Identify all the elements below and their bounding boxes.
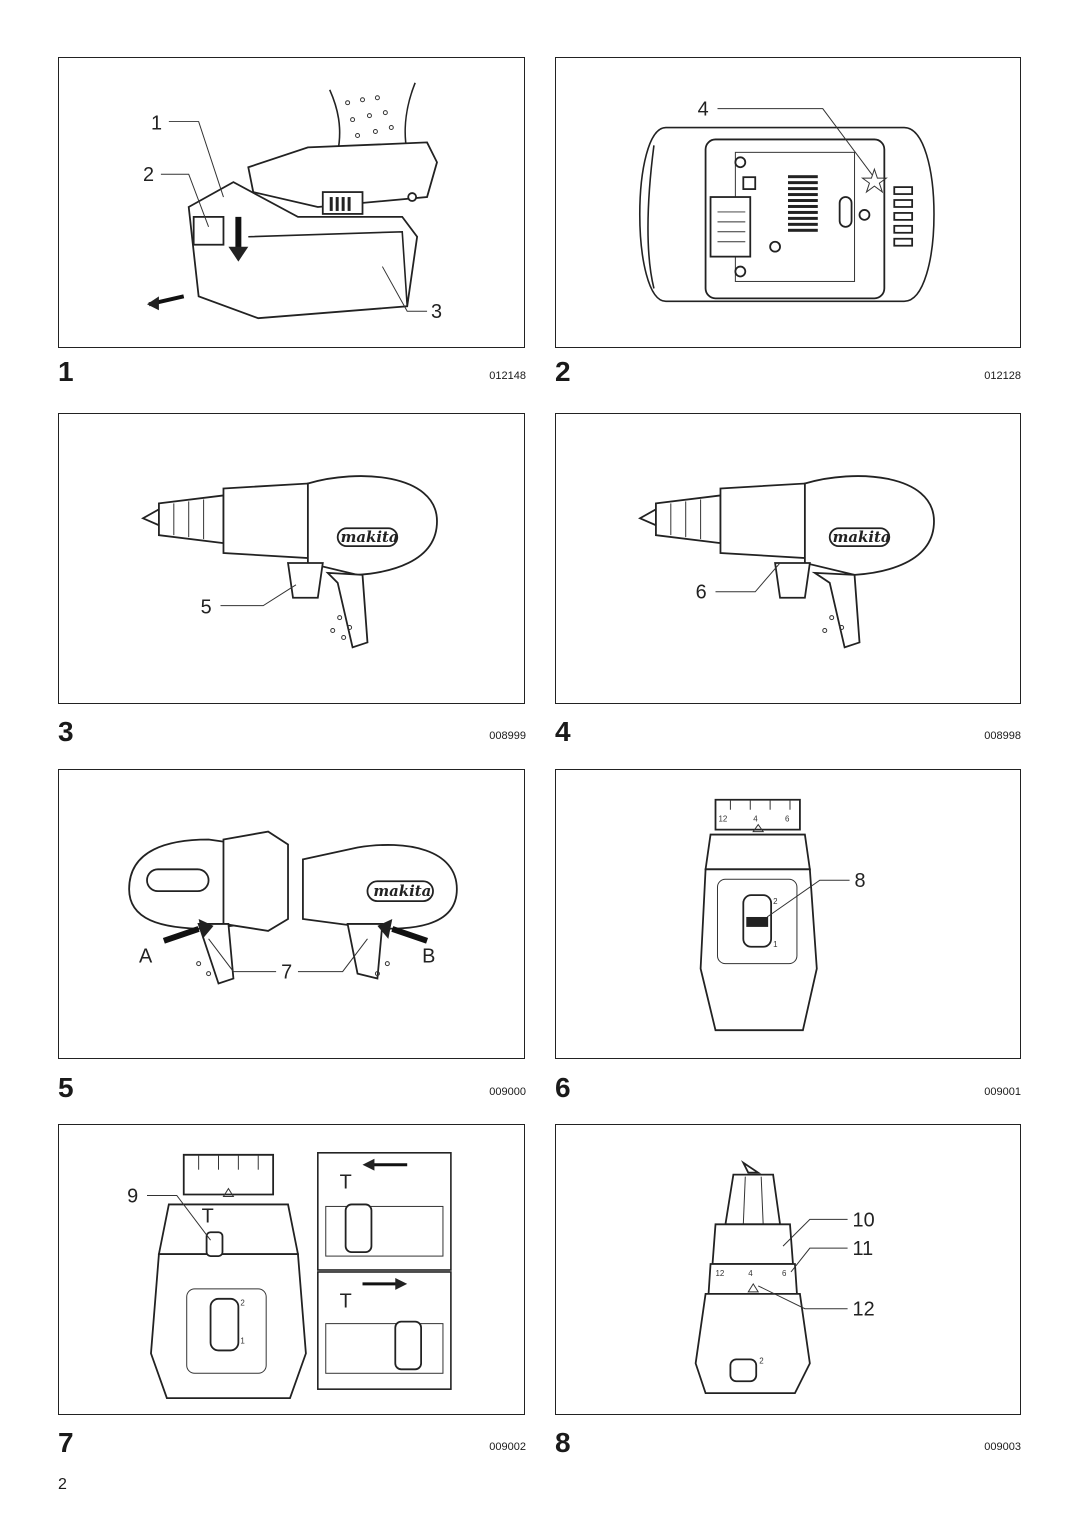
callout-2: 2 [143, 164, 154, 186]
battery-terminal-illustration: 4 [638, 99, 935, 303]
figure-2-code: 012128 [984, 370, 1021, 382]
speed-1: 1 [773, 940, 778, 949]
figure-7-panel: T 2 1 9 T T [58, 1124, 525, 1415]
callout-4: 4 [698, 99, 709, 121]
brand-logo: makita [341, 528, 399, 546]
figure-2-panel: 4 [555, 57, 1021, 348]
figure-3-code: 008999 [489, 730, 526, 742]
callout-A: A [139, 946, 153, 968]
figure-7-code: 009002 [489, 1441, 526, 1453]
speed-1: 1 [240, 1336, 245, 1345]
callout-9: 9 [127, 1185, 138, 1207]
scale-4: 4 [748, 1269, 753, 1278]
figure-6-panel: 12 4 6 2 1 8 [555, 769, 1021, 1059]
svg-text:T: T [340, 1172, 352, 1194]
speed-2: 2 [759, 1356, 764, 1365]
action-mode-illustration: T 2 1 9 T T [127, 1152, 452, 1400]
callout-10: 10 [853, 1209, 875, 1231]
svg-text:T: T [202, 1205, 214, 1227]
battery-insertion-illustration: 1 2 3 [143, 82, 442, 323]
callout-3: 3 [431, 301, 442, 323]
scale-12: 12 [718, 815, 727, 824]
callout-1: 1 [151, 113, 162, 135]
figure-5-panel: makita A 7 B [58, 769, 525, 1059]
figure-1-code: 012148 [489, 370, 526, 382]
callout-6: 6 [696, 582, 707, 604]
figure-5-code: 009000 [489, 1086, 526, 1098]
brand-logo: makita [373, 882, 431, 900]
figure-1-panel: 1 2 3 [58, 57, 525, 348]
speed-change-lever-illustration: 12 4 6 2 1 8 [699, 798, 866, 1032]
figure-6-code: 009001 [984, 1086, 1021, 1098]
callout-7: 7 [281, 962, 292, 984]
speed-2: 2 [773, 897, 778, 906]
speed-2: 2 [240, 1299, 245, 1308]
reversing-switch-illustration: makita A 7 B [128, 830, 458, 985]
scale-4: 4 [753, 815, 758, 824]
callout-11: 11 [853, 1238, 874, 1260]
figure-4-panel: makita 6 [555, 413, 1021, 704]
figure-4-number: 4 [555, 716, 571, 747]
figure-8-code: 009003 [984, 1441, 1021, 1453]
figure-5-number: 5 [58, 1072, 74, 1103]
figure-8-number: 8 [555, 1427, 571, 1458]
figure-2-number: 2 [555, 356, 571, 387]
callout-12: 12 [853, 1299, 875, 1321]
figure-1-number: 1 [58, 356, 74, 387]
figure-7-number: 7 [58, 1427, 74, 1458]
scale-12: 12 [716, 1269, 725, 1278]
figure-8-panel: 12 4 6 2 10 11 12 [555, 1124, 1021, 1415]
brand-logo: makita [833, 528, 891, 546]
callout-8: 8 [855, 870, 866, 892]
page-number: 2 [58, 1476, 67, 1493]
callout-B: B [422, 946, 435, 968]
callout-5: 5 [201, 597, 212, 619]
drill-lamp-illustration: makita 6 [638, 475, 935, 649]
svg-text:T: T [340, 1291, 352, 1313]
drill-switch-trigger-illustration: makita 5 [141, 475, 438, 649]
figure-3-number: 3 [58, 716, 74, 747]
figure-4-code: 008998 [984, 730, 1021, 742]
scale-6: 6 [782, 1269, 787, 1278]
figure-3-panel: makita 5 [58, 413, 525, 704]
figure-6-number: 6 [555, 1072, 571, 1103]
adjusting-ring-illustration: 12 4 6 2 10 11 12 [694, 1160, 875, 1395]
scale-6: 6 [785, 815, 790, 824]
